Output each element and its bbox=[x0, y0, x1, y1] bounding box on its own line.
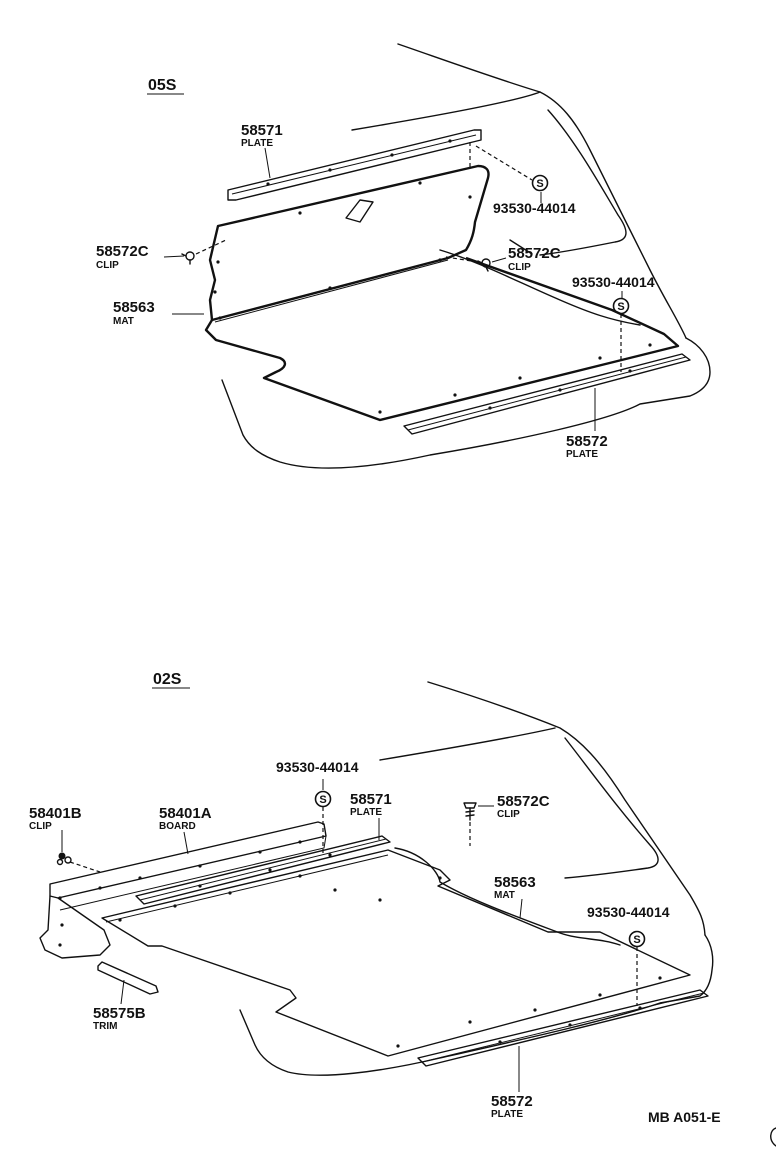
standard-part-symbol-icon: S bbox=[612, 297, 630, 315]
plate-58571 bbox=[135, 835, 391, 905]
svg-text:58571: 58571 bbox=[350, 791, 392, 808]
standard-part-symbol-icon: S bbox=[531, 174, 549, 192]
svg-text:S: S bbox=[536, 178, 543, 190]
board-58401a bbox=[39, 821, 327, 959]
plate-58572 bbox=[403, 353, 691, 435]
part-label-93530-44014: 93530-44014 bbox=[572, 274, 655, 290]
svg-text:CLIP: CLIP bbox=[29, 821, 52, 832]
svg-text:58572C: 58572C bbox=[497, 793, 550, 810]
leader-lines bbox=[163, 142, 623, 431]
svg-text:PLATE: PLATE bbox=[241, 138, 273, 149]
vehicle-body-outline bbox=[221, 43, 711, 469]
svg-text:58571: 58571 bbox=[241, 122, 283, 139]
plate-58572 bbox=[417, 989, 709, 1067]
standard-part-symbol-icon: S bbox=[628, 930, 646, 948]
section-05s: 05S bbox=[96, 43, 711, 469]
svg-text:58572: 58572 bbox=[491, 1093, 533, 1110]
svg-text:PLATE: PLATE bbox=[566, 449, 598, 460]
clip-icon bbox=[477, 258, 491, 272]
part-label-58572c: 58572C CLIP bbox=[497, 793, 550, 820]
part-label-93530-44014: 93530-44014 bbox=[276, 759, 359, 775]
svg-text:S: S bbox=[633, 934, 640, 946]
plate-58571 bbox=[227, 129, 482, 201]
section-label: 05S bbox=[148, 77, 177, 94]
screw-icon bbox=[463, 802, 477, 821]
svg-text:58572: 58572 bbox=[566, 433, 608, 450]
part-label-58572: 58572 PLATE bbox=[566, 433, 608, 460]
standard-part-symbol-icon: S bbox=[314, 790, 332, 808]
svg-text:CLIP: CLIP bbox=[96, 260, 119, 271]
clip-icon bbox=[181, 251, 195, 265]
part-label-58572c: 58572C CLIP bbox=[96, 243, 149, 271]
svg-text:93530-44014: 93530-44014 bbox=[587, 904, 670, 920]
svg-text:CLIP: CLIP bbox=[497, 809, 520, 820]
section-02s: 02S bbox=[29, 671, 714, 1120]
part-label-58572: 58572 PLATE bbox=[491, 1093, 533, 1120]
part-label-58563: 58563 MAT bbox=[113, 299, 155, 327]
part-label-58401b: 58401B CLIP bbox=[29, 805, 82, 832]
part-label-58571: 58571 PLATE bbox=[350, 791, 392, 818]
svg-text:MAT: MAT bbox=[494, 890, 515, 901]
svg-text:93530-44014: 93530-44014 bbox=[493, 200, 576, 216]
trim-58575b bbox=[97, 961, 159, 995]
part-label-58571: 58571 PLATE bbox=[241, 122, 283, 149]
svg-text:BOARD: BOARD bbox=[159, 821, 196, 832]
part-label-58401a: 58401A BOARD bbox=[159, 805, 212, 832]
part-label-58572c: 58572C CLIP bbox=[508, 245, 561, 273]
part-label-58575b: 58575B TRIM bbox=[93, 1005, 146, 1032]
svg-text:CLIP: CLIP bbox=[508, 262, 531, 273]
page-edge-mark bbox=[770, 1127, 776, 1147]
mat-58563 bbox=[204, 164, 680, 422]
svg-text:58572C: 58572C bbox=[508, 245, 561, 262]
figure-code: MB A051-E bbox=[648, 1109, 721, 1125]
svg-text:58401B: 58401B bbox=[29, 805, 82, 822]
svg-text:58401A: 58401A bbox=[159, 805, 212, 822]
svg-text:PLATE: PLATE bbox=[350, 807, 382, 818]
mat-58563 bbox=[101, 849, 691, 1057]
svg-text:MAT: MAT bbox=[113, 316, 134, 327]
part-label-93530-44014: 93530-44014 bbox=[587, 904, 670, 920]
clip-icon bbox=[56, 852, 72, 866]
svg-text:58572C: 58572C bbox=[96, 243, 149, 260]
svg-text:S: S bbox=[319, 794, 326, 806]
svg-text:58575B: 58575B bbox=[93, 1005, 146, 1022]
vehicle-body-outline bbox=[239, 681, 714, 1076]
svg-text:S: S bbox=[617, 301, 624, 313]
part-label-93530-44014: 93530-44014 bbox=[493, 200, 576, 216]
svg-text:58563: 58563 bbox=[494, 874, 536, 891]
svg-text:TRIM: TRIM bbox=[93, 1021, 117, 1032]
section-label: 02S bbox=[153, 671, 182, 688]
svg-text:93530-44014: 93530-44014 bbox=[572, 274, 655, 290]
svg-text:PLATE: PLATE bbox=[491, 1109, 523, 1120]
part-label-58563: 58563 MAT bbox=[494, 874, 536, 901]
svg-text:93530-44014: 93530-44014 bbox=[276, 759, 359, 775]
svg-text:58563: 58563 bbox=[113, 299, 155, 316]
leader-lines bbox=[61, 779, 638, 1092]
